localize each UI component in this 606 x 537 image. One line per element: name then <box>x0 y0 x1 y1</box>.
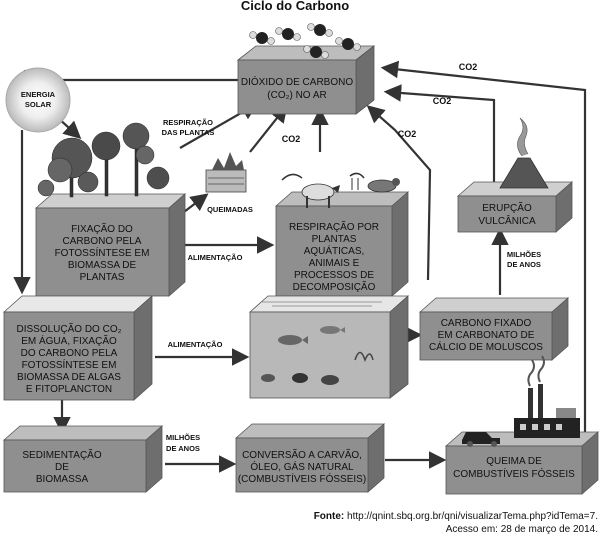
car-icon <box>462 432 500 447</box>
co2-air-line2: (CO₂) NO AR <box>267 90 326 101</box>
animals-icon <box>281 172 400 208</box>
label-millions-bottom-1: MILHÕES <box>166 433 200 442</box>
dissolution-line3: DO CARBONO PELA <box>21 348 118 359</box>
respiration-line5: PROCESSOS DE <box>294 270 374 281</box>
source-access: Acesso em: 28 de março de 2014. <box>445 524 598 535</box>
conversion-line3: (COMBUSTÍVEIS FÓSSEIS) <box>238 472 366 485</box>
fixation-line2: CARBONO PELA <box>63 236 142 247</box>
co2-molecules-icon <box>249 23 361 59</box>
conversion-box: CONVERSÃO A CARVÃO, ÓLEO, GÁS NATURAL (C… <box>234 423 386 493</box>
label-co2-4: CO2 <box>459 62 478 72</box>
sedimentation-line3: BIOMASSA <box>36 474 89 485</box>
dissolution-line6: E FITOPLANCTON <box>26 384 112 395</box>
conversion-line2: ÓLEO, GÁS NATURAL <box>250 460 354 473</box>
volcanic-line2: VULCÂNICA <box>478 214 536 227</box>
label-millions-right-1: MILHÕES <box>507 250 541 259</box>
sedimentation-box: SEDIMENTAÇÃO DE BIOMASSA <box>2 425 164 493</box>
sedimentation-line1: SEDIMENTAÇÃO <box>22 448 101 461</box>
arrow-water-to-co2 <box>366 105 432 281</box>
burns-icon <box>205 152 247 193</box>
respiration-line2: PLANTAS <box>312 234 357 245</box>
label-co2-2: CO2 <box>398 129 417 139</box>
source-url: http://qnint.sbq.org.br/qni/visualizarTe… <box>344 511 598 522</box>
respiration-line3: AQUÁTICAS, <box>304 244 365 257</box>
label-millions-right-2: DE ANOS <box>507 260 541 269</box>
sea-life-icon <box>261 326 374 385</box>
label-co2-1: CO2 <box>282 134 301 144</box>
dissolution-line5: BIOMASSA DE ALGAS <box>17 372 121 383</box>
respiration-line6: DECOMPOSIÇÃO <box>293 280 376 293</box>
label-plant-respiration-1: RESPIRAÇÃO <box>163 118 213 127</box>
carbonate-line1: CARBONO FIXADO <box>441 318 532 329</box>
sun-icon: ENERGIA SOLAR <box>5 67 71 133</box>
label-feeding-top: ALIMENTAÇÃO <box>188 253 243 262</box>
burning-line2: COMBUSTÍVEIS FÓSSEIS <box>453 467 575 480</box>
carbonate-box: CARBONO FIXADO EM CARBONATO DE CÁLCIO DE… <box>418 297 570 361</box>
volcanic-box: ERUPÇÃO VULCÂNICA <box>456 181 574 233</box>
sun-label-line1: ENERGIA <box>21 90 56 99</box>
dissolution-line1: DISSOLUÇÃO DO CO₂ <box>16 322 121 335</box>
label-burns: QUEIMADAS <box>207 205 253 214</box>
burning-line1: QUEIMA DE <box>486 456 542 467</box>
forest-trees-icon <box>37 122 170 198</box>
fixation-line4: BIOMASSA DE <box>68 260 137 271</box>
sun-label-line2: SOLAR <box>25 100 52 109</box>
fixation-line1: FIXAÇÃO DO <box>71 222 133 235</box>
carbonate-line3: CÁLCIO DE MOLUSCOS <box>429 340 543 353</box>
respiration-box: RESPIRAÇÃO POR PLANTAS AQUÁTICAS, ANIMAI… <box>274 191 410 297</box>
dissolution-line4: FOTOSSÍNTESE EM <box>22 358 117 371</box>
source-citation: Fonte: http://qnint.sbq.org.br/qni/visua… <box>314 510 598 536</box>
carbonate-line2: EM CARBONATO DE <box>438 330 535 341</box>
source-label: Fonte: <box>313 511 345 522</box>
label-co2-3: CO2 <box>433 96 452 106</box>
label-plant-respiration-2: DAS PLANTAS <box>162 128 215 137</box>
arrow-volcano-to-co2 <box>383 84 496 200</box>
fixation-line3: FOTOSSÍNTESE EM <box>55 246 150 259</box>
label-feeding-bottom: ALIMENTAÇÃO <box>168 340 223 349</box>
fixation-box: FIXAÇÃO DO CARBONO PELA FOTOSSÍNTESE EM … <box>34 193 187 297</box>
dissolution-box: DISSOLUÇÃO DO CO₂ EM ÁGUA, FIXAÇÃO DO CA… <box>2 295 154 401</box>
factory-icon <box>514 355 580 438</box>
label-millions-bottom-2: DE ANOS <box>166 444 200 453</box>
sedimentation-line2: DE <box>55 462 69 473</box>
diagram-title: Ciclo do Carbono <box>241 0 349 13</box>
respiration-line1: RESPIRAÇÃO POR <box>289 220 379 233</box>
co2-air-box: DIÓXIDO DE CARBONO (CO₂) NO AR <box>236 45 376 115</box>
arrow-burning-to-co2 <box>380 60 587 445</box>
arrow-burns-to-co2 <box>249 104 288 153</box>
sea-block <box>248 295 410 399</box>
conversion-line1: CONVERSÃO A CARVÃO, <box>242 448 362 461</box>
respiration-line4: ANIMAIS E <box>309 258 360 269</box>
volcanic-line1: ERUPÇÃO <box>482 201 532 214</box>
co2-air-line1: DIÓXIDO DE CARBONO <box>241 75 353 88</box>
volcano-icon <box>499 117 549 189</box>
dissolution-line2: EM ÁGUA, FIXAÇÃO <box>21 334 117 347</box>
fixation-line5: PLANTAS <box>80 272 125 283</box>
